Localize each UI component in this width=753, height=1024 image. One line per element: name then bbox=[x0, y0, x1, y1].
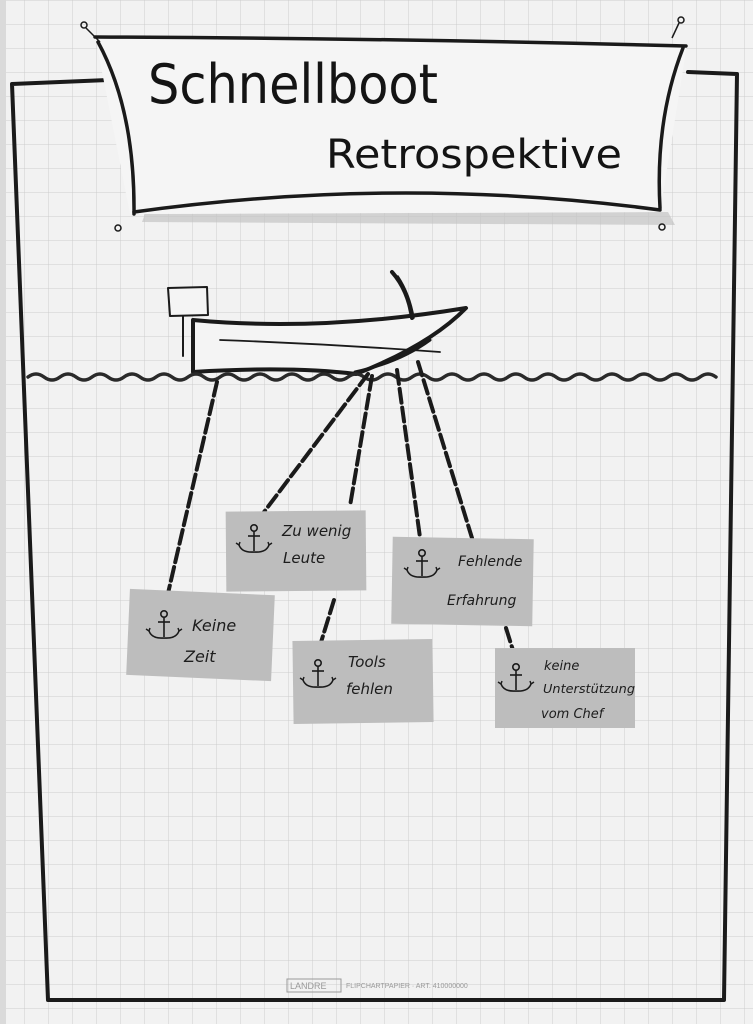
note-keine-zeit-line2: Zeit bbox=[183, 647, 216, 666]
note-zu-wenig-leute-line2: Leute bbox=[283, 549, 325, 567]
note-keine-unterstuetzung-line3: vom Chef bbox=[541, 707, 606, 722]
title-banner: Schnellboot Retrospektive bbox=[80, 16, 688, 232]
note-keine-unterstuetzung-line2: Unterstützung bbox=[543, 682, 635, 696]
sticky-note-keine-zeit: Keine Zeit bbox=[126, 588, 275, 682]
boat-flag bbox=[167, 286, 209, 317]
note-keine-zeit-line1: Keine bbox=[192, 616, 236, 635]
chain-zu-wenig-leute bbox=[256, 372, 370, 522]
note-tools-fehlen-line2: fehlen bbox=[346, 680, 393, 698]
chain-tools-fehlen-upper bbox=[348, 374, 374, 508]
note-zu-wenig-leute-line1: Zu wenig bbox=[281, 522, 351, 540]
footer-brand: LANDRE bbox=[290, 981, 327, 991]
boat-hull bbox=[191, 306, 468, 376]
boat-windshield bbox=[390, 270, 414, 320]
note-fehlende-erfahrung-line2: Erfahrung bbox=[447, 593, 516, 609]
sticky-note-zu-wenig-leute: Zu wenig Leute bbox=[225, 510, 367, 592]
footer-brand-box bbox=[286, 978, 342, 993]
banner-title-line2: Retrospektive bbox=[326, 132, 622, 178]
note-fehlende-erfahrung-line1: Fehlende bbox=[458, 554, 522, 570]
sticky-note-keine-unterstuetzung: keine Unterstützung vom Chef bbox=[495, 648, 635, 728]
footer-label: FLIPCHARTPAPIER · ART. 410000000 bbox=[346, 983, 468, 990]
banner-title-line1: Schnellboot bbox=[148, 53, 438, 116]
pin-bottom-left bbox=[114, 224, 122, 232]
chain-keine-zeit bbox=[164, 380, 219, 604]
note-keine-unterstuetzung-line1: keine bbox=[544, 659, 579, 674]
pin-top-right bbox=[677, 16, 685, 24]
note-tools-fehlen-line1: Tools bbox=[348, 653, 386, 671]
paper-footer: LANDRE FLIPCHARTPAPIER · ART. 410000000 bbox=[286, 978, 468, 993]
anchor-chains bbox=[164, 360, 518, 662]
pin-bottom-right bbox=[658, 223, 666, 231]
speedboat-drawing bbox=[167, 270, 468, 376]
sticky-note-tools-fehlen: Tools fehlen bbox=[292, 639, 434, 724]
chain-keine-unterstuetzung-upper bbox=[416, 360, 474, 540]
sticky-note-fehlende-erfahrung: Fehlende Erfahrung bbox=[391, 536, 534, 627]
chain-fehlende-erfahrung bbox=[395, 368, 424, 554]
pin-top-left bbox=[80, 21, 88, 29]
chart-frame bbox=[10, 70, 739, 1002]
